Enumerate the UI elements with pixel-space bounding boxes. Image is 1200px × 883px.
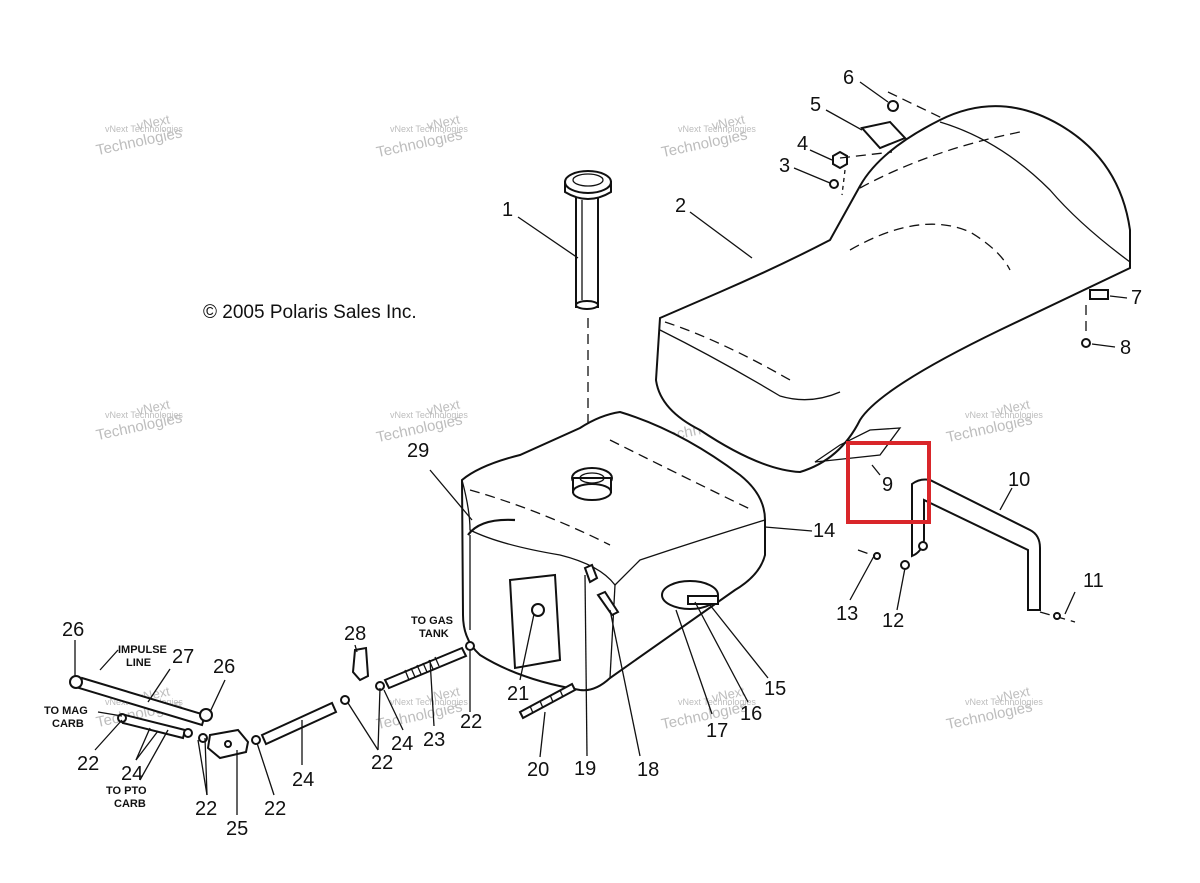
svg-text:vNext: vNext (710, 111, 746, 133)
callout-5: 5 (810, 94, 821, 116)
callout-22: 22 (195, 798, 217, 820)
callout-13: 13 (836, 603, 858, 625)
to-pto-carb-label: TO PTO (106, 785, 147, 797)
callout-24: 24 (391, 733, 413, 755)
svg-text:vNext Technologies: vNext Technologies (390, 697, 468, 707)
callout-19: 19 (574, 758, 596, 780)
callout-numbers: 1 2 3 4 5 6 7 8 9 10 11 12 13 14 15 16 1… (62, 67, 1142, 840)
callout-23: 23 (423, 729, 445, 751)
svg-text:vNext: vNext (425, 683, 461, 705)
callout-24: 24 (292, 769, 314, 791)
callout-29: 29 (407, 440, 429, 462)
svg-text:vNext Technologies: vNext Technologies (390, 410, 468, 420)
svg-text:vNext Technologies: vNext Technologies (105, 410, 183, 420)
svg-text:vNext Technologies: vNext Technologies (678, 124, 756, 134)
seat-part[interactable] (654, 105, 1131, 474)
callout-27: 27 (172, 646, 194, 668)
svg-text:vNext: vNext (995, 396, 1031, 418)
to-pto-carb-label-2: CARB (114, 798, 146, 810)
callout-18: 18 (637, 759, 659, 781)
callout-22: 22 (264, 798, 286, 820)
fuel-line-assembly[interactable] (69, 641, 577, 760)
callout-11: 11 (1083, 570, 1104, 592)
callout-25: 25 (226, 818, 248, 840)
svg-text:vNext Technologies: vNext Technologies (105, 124, 183, 134)
svg-text:vNext Technologies: vNext Technologies (965, 697, 1043, 707)
callout-9: 9 (882, 474, 893, 496)
impulse-line-label: IMPULSE (118, 644, 167, 656)
copyright-text: © 2005 Polaris Sales Inc. (203, 302, 417, 323)
callout-26: 26 (213, 656, 235, 678)
callout-8: 8 (1120, 337, 1131, 359)
to-gas-tank-label: TO GAS (411, 615, 453, 627)
routing-labels: IMPULSE LINE TO GAS TANK TO MAG CARB TO … (44, 615, 453, 810)
callout-14: 14 (813, 520, 835, 542)
bracket-part[interactable] (857, 478, 1076, 623)
to-gas-tank-label-2: TANK (419, 628, 449, 640)
to-mag-carb-label-2: CARB (52, 718, 84, 730)
callout-28: 28 (344, 623, 366, 645)
callout-17: 17 (706, 720, 728, 742)
svg-text:vNext: vNext (425, 396, 461, 418)
svg-text:vNext: vNext (135, 111, 171, 133)
fuel-tank-part[interactable] (460, 410, 766, 692)
leader-lines (74, 81, 1128, 815)
callout-24: 24 (121, 763, 143, 785)
callout-12: 12 (882, 610, 904, 632)
callout-2: 2 (675, 195, 686, 217)
callout-10: 10 (1008, 469, 1030, 491)
to-mag-carb-label: TO MAG (44, 705, 88, 717)
svg-text:vNext Technologies: vNext Technologies (678, 697, 756, 707)
callout-22: 22 (460, 711, 482, 733)
svg-text:vNext: vNext (995, 683, 1031, 705)
svg-text:vNext: vNext (135, 396, 171, 418)
fuel-gauge-part[interactable] (564, 170, 612, 465)
callout-22: 22 (77, 753, 99, 775)
callout-6: 6 (843, 67, 854, 89)
highlight-box (846, 441, 931, 524)
rear-bracket-hardware[interactable] (1081, 289, 1109, 348)
svg-text:vNext Technologies: vNext Technologies (390, 124, 468, 134)
callout-20: 20 (527, 759, 549, 781)
callout-1: 1 (502, 199, 513, 221)
callout-15: 15 (764, 678, 786, 700)
impulse-line-label-2: LINE (126, 657, 151, 669)
callout-16: 16 (740, 703, 762, 725)
callout-21: 21 (507, 683, 529, 705)
svg-text:vNext Technologies: vNext Technologies (965, 410, 1043, 420)
callout-7: 7 (1131, 287, 1142, 309)
svg-text:vNext: vNext (710, 683, 746, 705)
callout-4: 4 (797, 133, 808, 155)
callout-22: 22 (371, 752, 393, 774)
svg-text:vNext: vNext (425, 111, 461, 133)
callout-3: 3 (779, 155, 790, 177)
callout-26: 26 (62, 619, 84, 641)
seat-bracket-hardware[interactable] (829, 91, 943, 196)
